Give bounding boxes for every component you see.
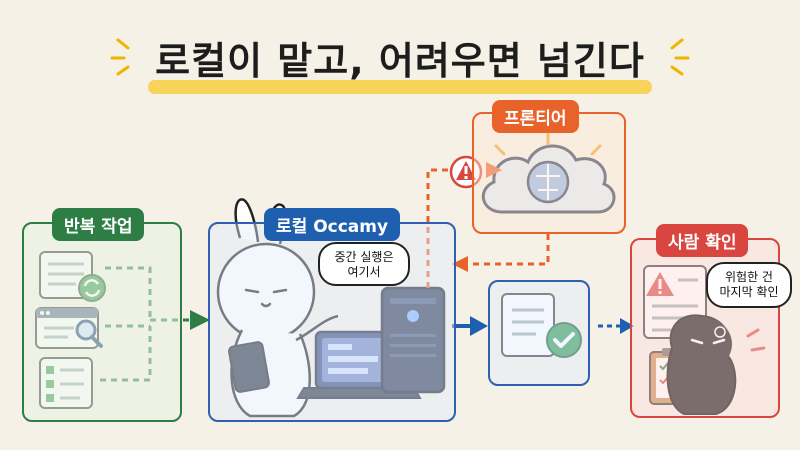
brain-cloud-icon bbox=[481, 144, 616, 214]
reviewer-character-icon bbox=[666, 314, 737, 415]
check-circle-icon bbox=[546, 322, 582, 358]
frontier-tag: 프론티어 bbox=[492, 100, 579, 133]
arrow-to-local-icon bbox=[190, 310, 210, 330]
laptop-icon bbox=[296, 330, 422, 399]
sparkle-left-icon bbox=[110, 38, 130, 76]
result-document-icon bbox=[501, 293, 555, 357]
return-connector bbox=[468, 234, 550, 266]
rabbit-face-icon bbox=[244, 288, 288, 308]
repeat-work-tag: 반복 작업 bbox=[52, 208, 145, 241]
glow-rays-icon bbox=[494, 132, 602, 156]
sparkle-right-icon bbox=[670, 38, 690, 76]
repeat-work-panel bbox=[22, 222, 182, 422]
result-panel bbox=[488, 280, 590, 386]
local-to-result-arrow-icon bbox=[470, 316, 488, 336]
alert-marks-icon bbox=[746, 328, 766, 352]
server-tower-icon bbox=[380, 286, 446, 394]
human-speech-bubble: 위험한 건 마지막 확인 bbox=[706, 262, 792, 308]
local-occamy-tag: 로컬 Occamy bbox=[264, 208, 401, 241]
return-arrow-icon bbox=[452, 256, 468, 272]
human-bubble-line-1: 위험한 건 bbox=[725, 270, 773, 284]
local-bubble-line-1: 중간 실행은 bbox=[334, 250, 394, 264]
human-bubble-line-2: 마지막 확인 bbox=[719, 285, 779, 299]
human-check-tag: 사람 확인 bbox=[656, 224, 749, 257]
local-bubble-line-2: 여기서 bbox=[347, 265, 381, 279]
tablet-icon bbox=[228, 341, 270, 393]
headline-text: 로컬이 맡고, 어려우면 넘긴다 bbox=[155, 39, 645, 83]
result-to-human-arrow-icon bbox=[620, 318, 634, 334]
local-speech-bubble: 중간 실행은 여기서 bbox=[318, 242, 410, 286]
escalate-arrow-icon bbox=[486, 162, 502, 178]
